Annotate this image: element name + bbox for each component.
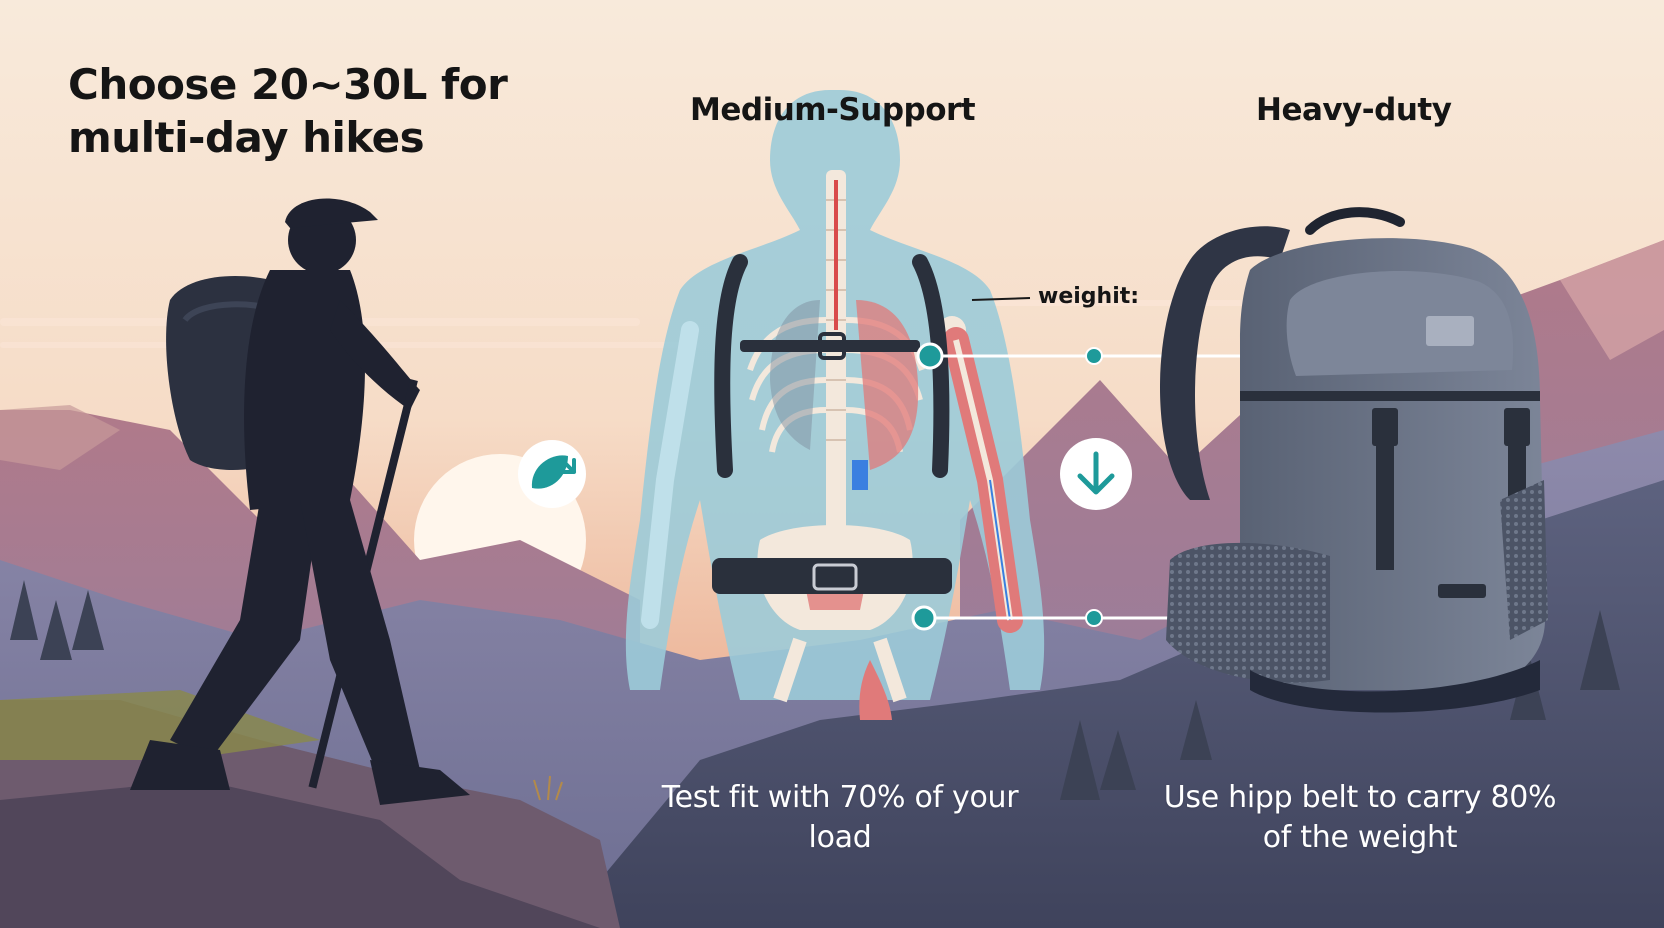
grass-tufts: [533, 775, 563, 801]
title-medium-support: Medium-Support: [690, 92, 976, 128]
caption-hip-belt: Use hipp belt to carry 80% of the weight: [1163, 780, 1557, 855]
leaf-arrow-badge: [518, 440, 586, 508]
weight-callout-label: weighit:: [1038, 284, 1140, 309]
title-heavy-duty: Heavy-duty: [1256, 92, 1452, 128]
anatomy-figure: [625, 90, 1045, 720]
harness-straps: [712, 254, 952, 594]
caption-test-fit: Test fit with 70% of your load: [661, 780, 1019, 855]
arrow-down-badge: [1060, 438, 1132, 510]
backpack-illustration: [1160, 207, 1548, 713]
headline: Choose 20~30L for multi-day hikes: [68, 60, 508, 162]
hiker-silhouette: [130, 198, 470, 805]
hip-belt: [712, 558, 952, 594]
